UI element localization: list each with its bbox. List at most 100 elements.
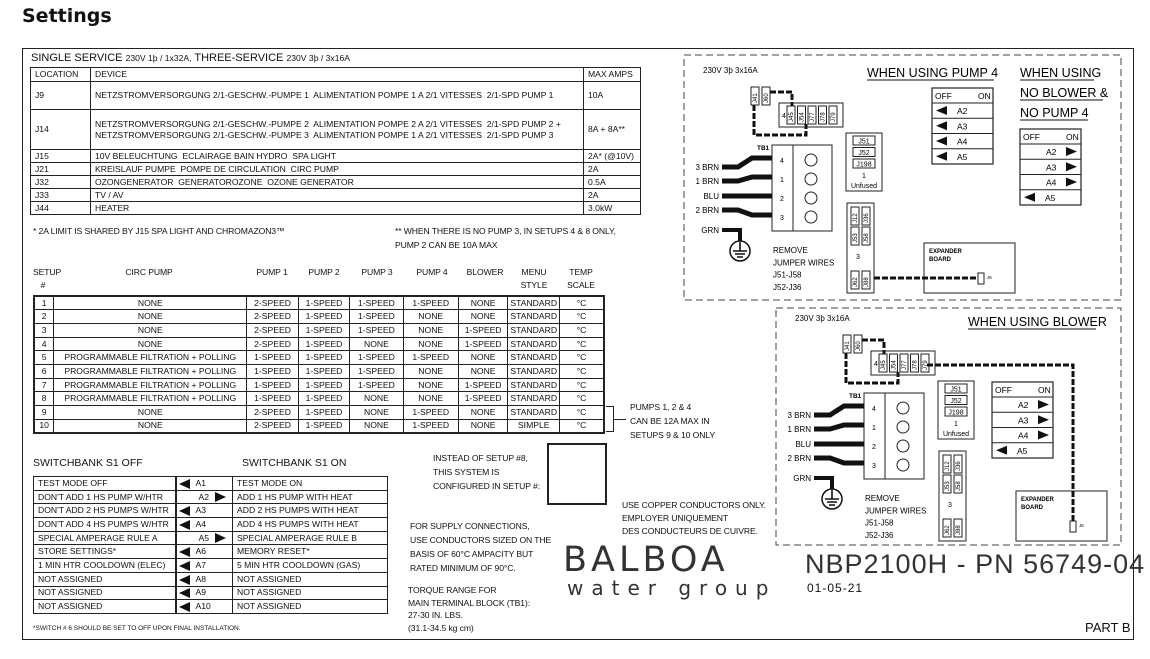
switch-position[interactable]: A7: [174, 558, 233, 573]
jumper-pin: [942, 474, 952, 494]
jumper-pin: [818, 105, 827, 125]
jumper-group-1: [845, 132, 883, 192]
jumper-label: J79: [831, 112, 837, 122]
note-line: TORQUE RANGE FOR: [408, 585, 497, 595]
column-header-line: PUMP 3: [361, 267, 393, 277]
unfused-label: Unfused: [851, 183, 877, 190]
column-header-line: MENU: [521, 267, 547, 277]
jumper-label: J36: [956, 461, 962, 471]
wiring-sheet: [22, 48, 1134, 640]
switch-id: A5: [1017, 446, 1028, 456]
device-cell: HEATER: [90, 201, 584, 215]
no-blower-title: WHEN USING: [1020, 66, 1101, 80]
expander-port: [977, 272, 985, 285]
jumper-label: J36: [864, 213, 870, 223]
switch-id: A2: [1018, 400, 1029, 410]
remove-jumper-note: REMOVE: [773, 246, 808, 255]
jumper-label: J77: [810, 112, 816, 122]
arrow-right-icon: [1038, 415, 1049, 425]
column-header: CIRC PUMP: [52, 266, 246, 279]
terminal-screw: [804, 191, 818, 205]
expander-board: [1015, 490, 1108, 542]
note-line: BASIS OF 60°C AMPACITY BUT: [410, 549, 534, 559]
wire: [814, 422, 864, 432]
jumper-label: J52: [858, 150, 869, 157]
jumper-wire: [844, 338, 900, 385]
no-blower-title: NO PUMP 4: [1020, 106, 1089, 120]
group-number: 3: [856, 254, 860, 261]
jumper-pin: [750, 86, 760, 106]
column-header-line: SETUP: [33, 267, 62, 277]
arrow-right-icon: [1038, 400, 1049, 409]
tb1-label: TB1: [757, 145, 770, 152]
location-cell: J44: [30, 201, 91, 215]
note-line: USE COPPER CONDUCTORS ONLY.: [622, 500, 766, 510]
remove-jumper-note: JUMPER WIRES: [773, 258, 834, 267]
blower-title: WHEN USING BLOWER: [968, 315, 1107, 329]
terminal-number: 2: [780, 196, 784, 203]
expander-label: EXPANDER: [929, 249, 963, 255]
ground-label: GRN: [701, 226, 719, 235]
switch-off-label: DON'T ADD 4 HS PUMPS W/HTR: [33, 517, 176, 532]
device-cell: NETZSTROMVERSORGUNG 2/1-GESCHW.-PUMPE 2 …: [90, 109, 584, 150]
column-header: BLOWER: [460, 266, 510, 279]
single-service-spec: 230V 1þ / 1x32A,: [125, 53, 192, 63]
switch-off-header: OFF: [995, 385, 1012, 395]
setup-cell: NONE: [402, 391, 459, 406]
no-blower-title: NO BLOWER &: [1020, 86, 1109, 100]
terminal-number: 1: [872, 425, 876, 432]
arrow-right-icon: [1066, 177, 1077, 187]
wire-label: BLU: [795, 440, 811, 449]
arrow-left-icon: [936, 136, 947, 146]
note-line: DES CONDUCTEURS DE CUIVRE.: [622, 526, 758, 536]
column-header: PUMP 4: [404, 266, 460, 279]
note-pump2: ** WHEN THERE IS NO PUMP 3, IN SETUPS 4 …: [395, 226, 616, 236]
arrow-left-icon: [178, 601, 190, 612]
arrow-left-icon: [936, 151, 947, 161]
ground-symbol: [733, 242, 747, 258]
jumper-pin: [899, 353, 909, 373]
expander-label: BOARD: [929, 257, 952, 263]
column-header: PUMP 1: [246, 266, 298, 279]
wire-label: 2 BRN: [787, 454, 811, 463]
note-line: SETUPS 9 & 10 ONLY: [630, 430, 715, 440]
copper-note: USE COPPER CONDUCTORS ONLY.EMPLOYER UNIQ…: [622, 499, 766, 538]
setup-number-box[interactable]: [547, 443, 607, 505]
jumper-wire: [752, 90, 808, 137]
column-header-line: CIRC PUMP: [125, 267, 173, 277]
terminal-screw: [804, 153, 818, 167]
jumper-pin: [942, 454, 952, 474]
remove-jumper-note: J51-J58: [773, 271, 802, 280]
ground-symbol: [825, 490, 839, 506]
expander-port-label: J6: [987, 275, 992, 280]
column-header-line: PUMP 1: [256, 267, 288, 277]
jumper-pin: [861, 270, 871, 290]
jumper-pin: [861, 206, 871, 226]
column-header-line: SCALE: [567, 280, 595, 290]
wire: [722, 174, 772, 184]
jumper-pin: [920, 353, 930, 373]
switch-id: A1: [195, 477, 207, 488]
jumper-pin: [944, 383, 968, 394]
three-service-label: THREE-SERVICE: [194, 52, 284, 64]
column-header-line: #: [40, 280, 46, 290]
switch-id: A4: [195, 519, 207, 530]
expander-board: [923, 242, 1016, 294]
column-header-line: PUMP 4: [416, 267, 448, 277]
switch-off-header: OFF: [1023, 132, 1040, 142]
three-service-spec: 230V 3þ / 3x16A: [286, 53, 351, 63]
jumper-label: J52: [950, 398, 961, 405]
arrow-left-icon: [178, 478, 190, 489]
setup-cell: PROGRAMMABLE FILTRATION + POLLING: [53, 350, 248, 365]
switch-position[interactable]: A2: [174, 489, 233, 505]
